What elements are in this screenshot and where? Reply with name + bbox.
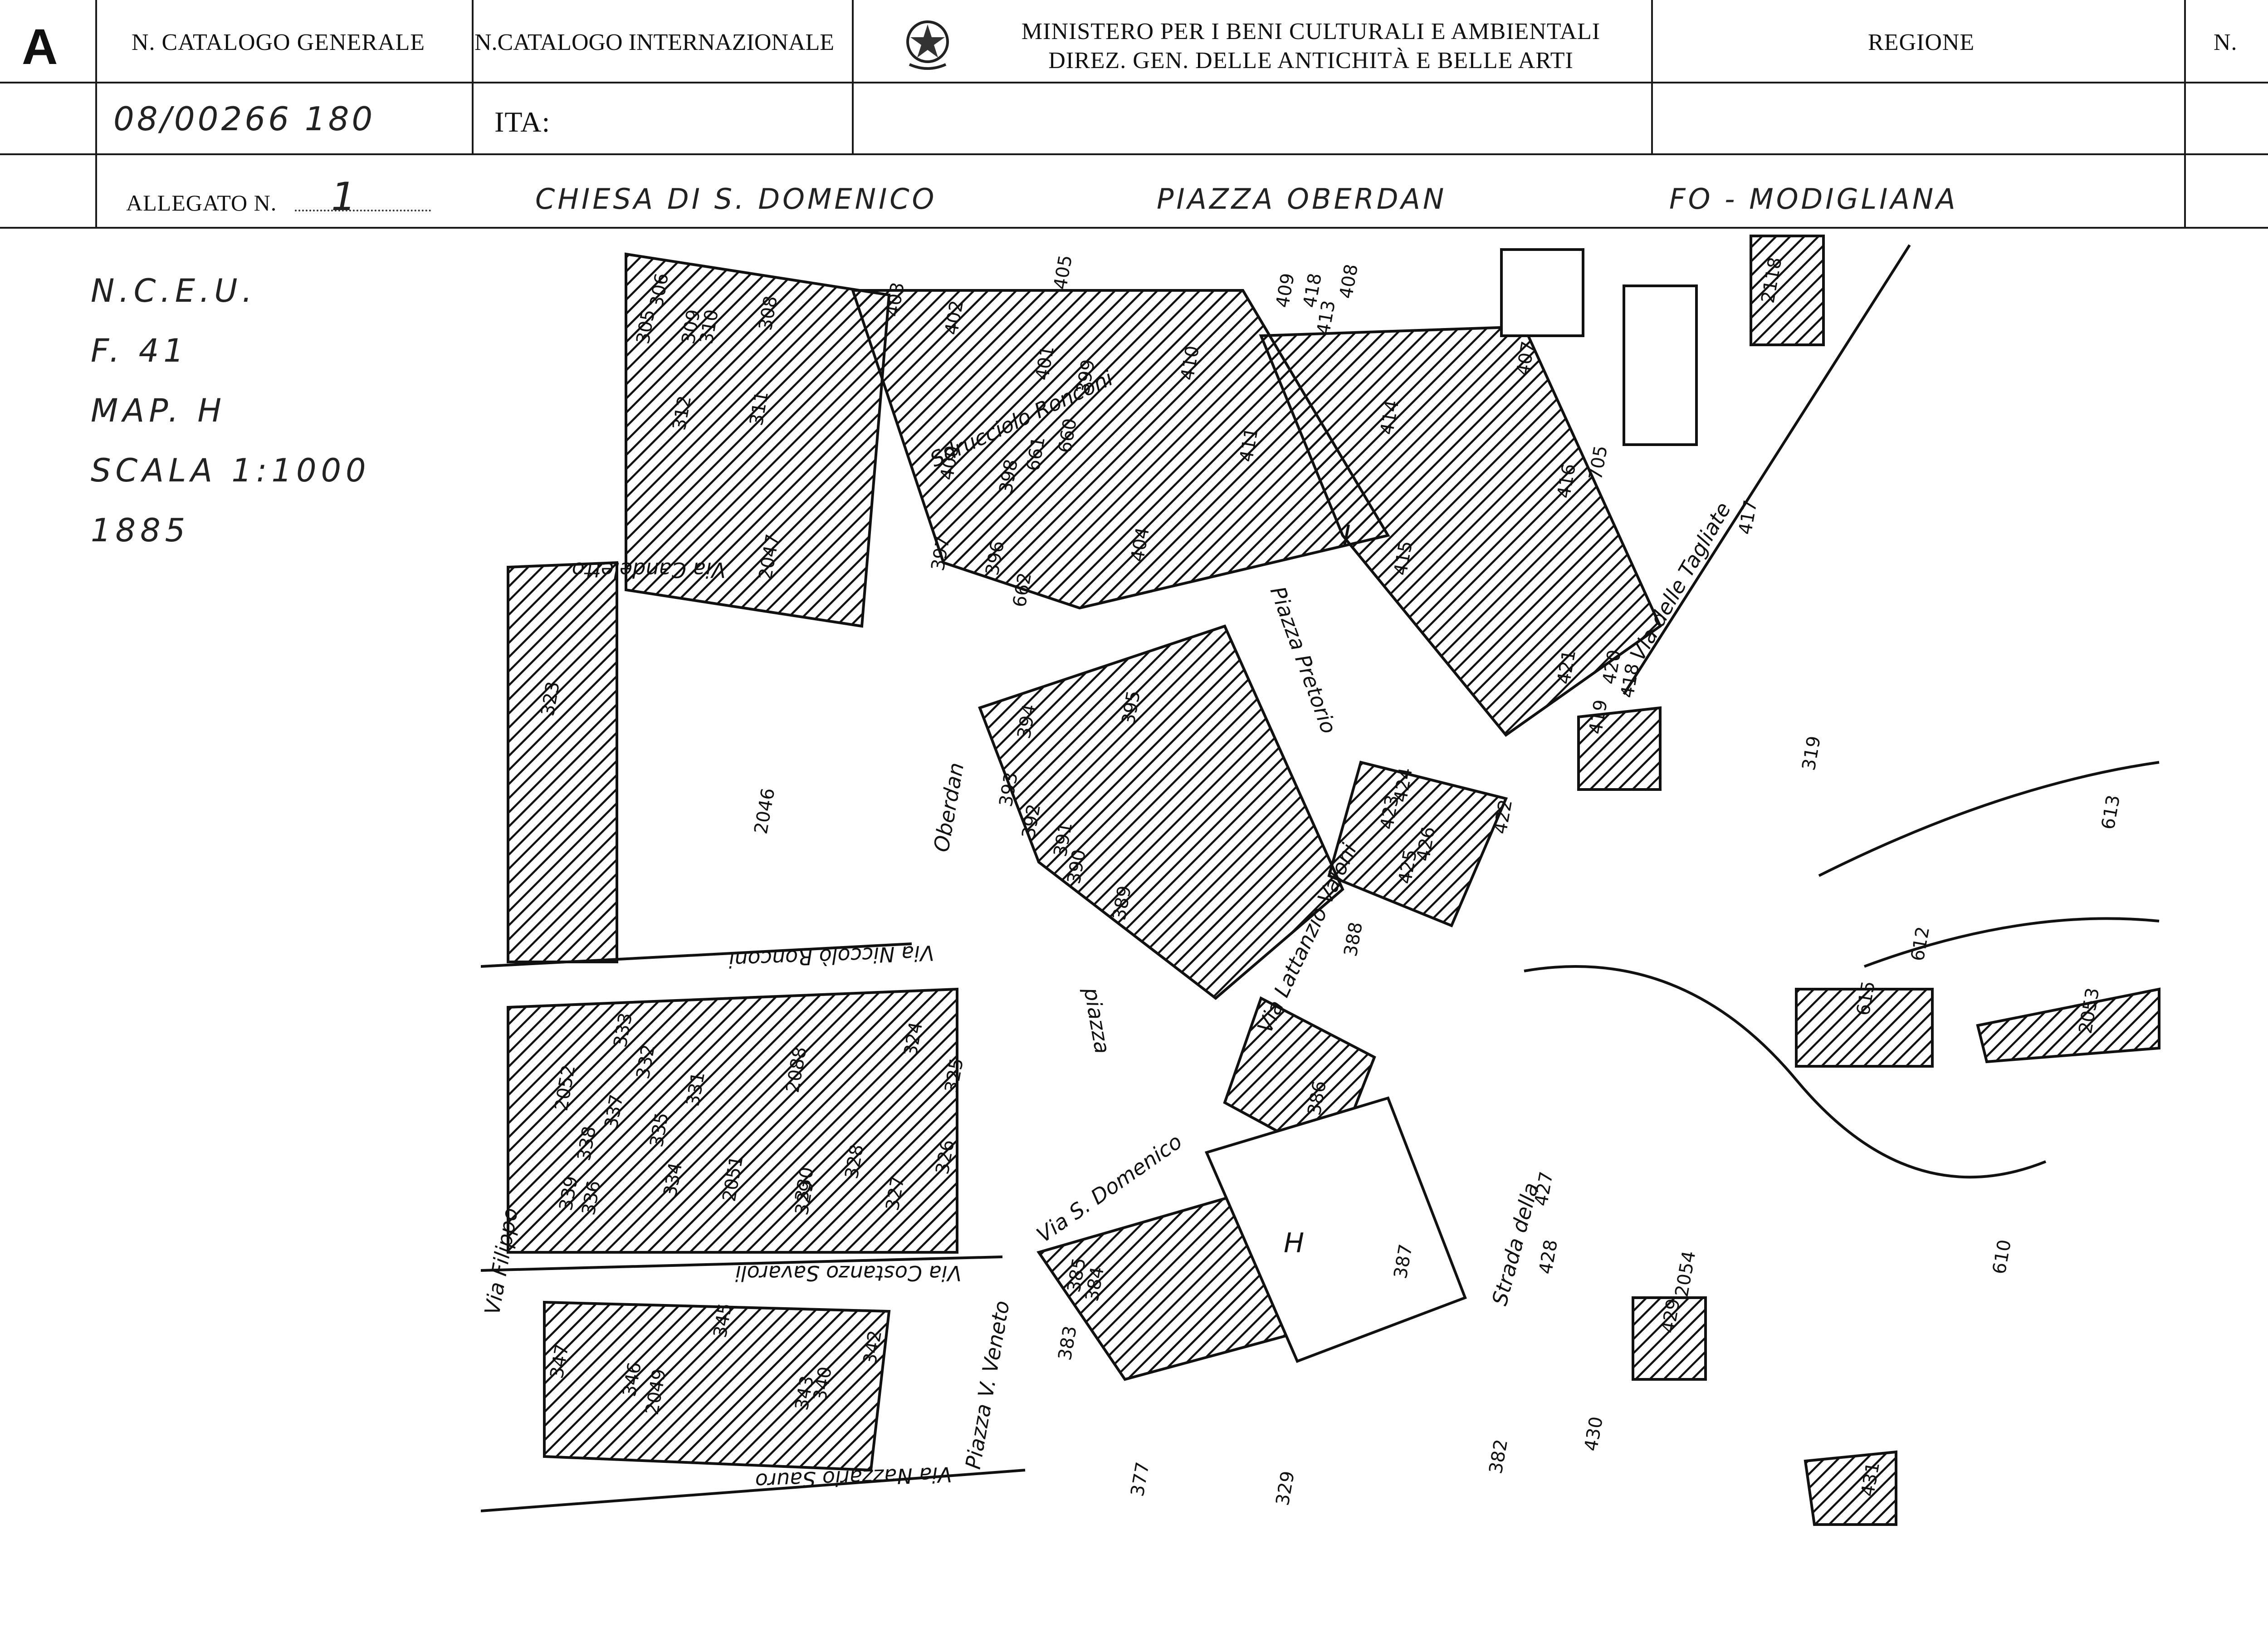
street-strada-della [1524,965,2047,1179]
parcel-number: 388 [1340,921,1367,958]
section-letter: A [22,19,58,75]
map-blocks [507,235,2160,1526]
allegato-label: ALLEGATO N. [126,190,277,216]
cadastral-notes: N.C.E.U. F. 41 MAP. H SCALA 1:1000 1885 [91,272,371,572]
header-divider [2184,0,2186,227]
parcel-number: 319 [1799,735,1825,772]
street-label-via-filippo: Via Filippo [481,1206,523,1317]
header-divider [95,0,97,227]
parcel-number: 405 [1050,254,1077,291]
street-label-piazza-pretorio: Piazza Pretorio [1266,583,1341,737]
street-label-piazza-v-veneto: Piazza V. Veneto [961,1299,1014,1471]
ita-label: ITA: [494,106,551,138]
subject-place: FO - MODIGLIANA [1669,182,1958,216]
ministero-line-2: DIREZ. GEN. DELLE ANTICHITÀ E BELLE ARTI [1048,48,1574,74]
block-306-311 [625,252,891,628]
street-curve [1818,761,2160,877]
catalogo-generale-label: N. CATALOGO GENERALE [132,29,425,55]
block-429 [1632,1296,1707,1381]
block-615 [1795,988,1934,1068]
block-2118 [1750,235,1825,346]
block-394-389 [978,624,1344,1000]
subject-piazza: PIAZZA OBERDAN [1157,182,1447,216]
street-via-niccolo-ronconi [481,942,912,968]
header-bottom-rule [0,227,2268,229]
note-mappale: MAP. H [91,392,226,429]
parcel-number: 377 [1127,1461,1154,1498]
map-streets [481,244,2160,1512]
parcel-number: 610 [1989,1238,2016,1276]
block-705 [1623,284,1698,446]
block-423-426 [1327,760,1508,927]
street-label-via-niccolo-ronconi: Via Niccolò Ronconi [728,941,935,972]
block-407 [1500,248,1584,337]
street-via-nazzario-sauro [481,1469,1026,1512]
street-curve-inner [1863,917,2160,968]
parcel-number: 428 [1535,1238,1562,1276]
street-via-costanzo-savaroli [481,1255,1003,1272]
note-ncue: N.C.E.U. [91,272,257,309]
block-397-404 [850,289,1390,610]
ministero-heading: MINISTERO PER I BENI CULTURALI E AMBIENT… [980,17,1642,75]
republic-emblem-icon [906,20,949,70]
block-323 [507,561,618,963]
parcel-number: 382 [1486,1438,1512,1476]
block-419 [1577,706,1662,791]
block-333-328 [507,987,958,1254]
note-scala: SCALA 1:1000 [91,452,371,489]
header-divider [472,0,474,153]
parcel-number: 427 [1531,1170,1558,1208]
regione-label: REGIONE [1868,29,1975,55]
subject-chiesa: CHIESA DI S. DOMENICO [535,182,937,216]
parcel-number: 2054 [1672,1249,1700,1298]
catalogo-internazionale-label: N.CATALOGO INTERNAZIONALE [474,29,835,55]
street-label-via-delle-tagliate: Via delle Tagliate [1625,498,1736,665]
street-label-via-candeletto: Via Candeletto [572,558,726,582]
parcel-number: 409 [1272,272,1299,309]
street-label-via-costanzo-savaroli: Via Costanzo Savaroli [735,1261,962,1285]
parcel-number: 613 [2098,794,2125,831]
header-top-rule [0,82,2268,83]
parcel-number: 2046 [751,786,779,835]
header-divider [852,0,854,153]
parcel-number: 329 [1272,1470,1299,1507]
allegato-value: 1 [331,174,359,220]
parcel-number: 417 [1735,499,1762,536]
note-foglio: F. 41 [91,332,188,369]
note-year: 1885 [91,512,190,549]
parcel-number: 383 [1055,1324,1081,1362]
parcel-number: 397 [928,535,954,573]
cadastral-map: Via Candeletto Sdrucciolo Ronconi Piazza… [481,235,2160,1526]
allegato-dotted-line [295,210,431,211]
map-letter-h: H [1284,1227,1304,1259]
block-431 [1804,1450,1897,1526]
parcel-number: 612 [1907,925,1934,963]
block-H [1204,1096,1467,1363]
block-2053 [1976,987,2160,1064]
street-label-piazza: piazza [1079,986,1115,1056]
ministero-line-1: MINISTERO PER I BENI CULTURALI E AMBIENT… [1021,19,1601,44]
header-divider [1651,0,1653,153]
map-letter-i: I [1343,520,1351,551]
street-label-oberdan: Oberdan [929,760,969,854]
n-label: N. [2214,29,2238,55]
parcel-number: 430 [1581,1415,1608,1453]
street-via-delle-tagliate [1623,244,1911,695]
parcel-number: 408 [1336,263,1363,300]
block-347-342 [543,1300,891,1472]
parcel-number: 705 [1585,444,1612,482]
block-410-415 [1259,325,1662,737]
catalogo-generale-value: 08/00266 180 [113,100,376,138]
header-middle-rule [0,153,2268,155]
